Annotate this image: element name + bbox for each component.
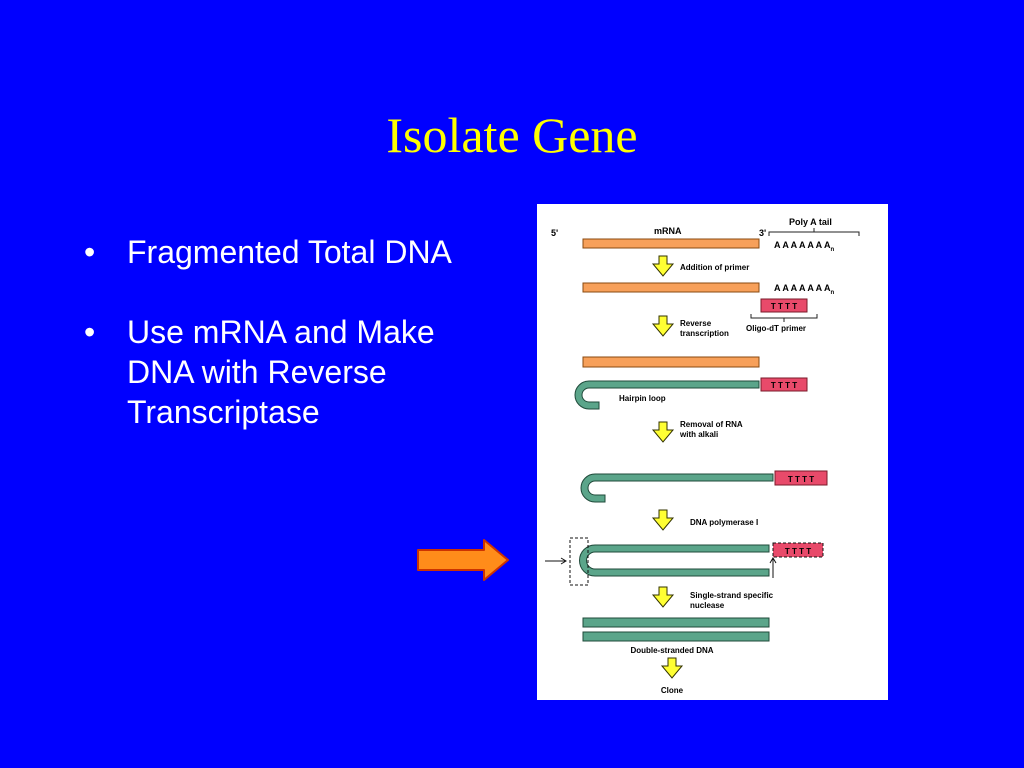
dna-strand-top [582,617,770,628]
five-prime-label: 5' [551,228,558,238]
oligo-t-sequence: T T T T [788,475,814,484]
oligo-dt-label: Oligo-dT primer [746,324,806,333]
pointer-arrow-icon [417,539,509,581]
bullet-item-fragmented-dna: Fragmented Total DNA [84,232,464,272]
oligo-t-sequence: T T T T [785,547,811,556]
step-dna-polymerase: DNA polymerase I [690,518,758,527]
step-arrow-icon [652,586,674,608]
primer-pointer-arrow [769,557,777,578]
step-arrow-icon [652,509,674,531]
dna-strand-bottom [582,631,770,642]
poly-a-sequence: A A A A A A An [774,240,835,253]
oligo-bracket [750,314,818,322]
bullet-item-reverse-transcriptase: Use mRNA and Make DNA with Reverse Trans… [84,312,464,432]
step-reverse-line-1: Reverse [680,319,712,328]
cleavage-pointer-arrow [545,557,567,565]
step-arrow-icon [661,657,683,679]
poly-a-bracket [768,228,860,236]
step-removal-line-1: Removal of RNA [680,420,743,429]
clone-label: Clone [661,686,684,695]
mrna-strand [582,282,760,293]
poly-a-tail-label: Poly A tail [789,217,832,227]
step-reverse-line-2: transcription [680,329,729,338]
step-arrow-icon [652,421,674,443]
oligo-dt-primer [760,298,808,313]
step-arrow-icon [652,255,674,277]
mrna-strand [582,356,760,368]
oligo-dt-primer [774,470,828,486]
three-prime-label: 3' [759,228,766,238]
cdna-synthesis-diagram: 5' mRNA 3' Poly A tail A A A A A A An Ad… [537,204,888,700]
step-arrow-icon [652,315,674,337]
slide-title: Isolate Gene [386,107,638,163]
double-strand-hairpin [579,544,770,577]
oligo-dt-primer [772,542,824,558]
oligo-dt-primer [760,377,808,392]
cdna-hairpin-strand [574,380,760,410]
step-nuclease-line-1: Single-strand specific [690,591,774,600]
mrna-label: mRNA [654,226,682,236]
step-removal-line-2: with alkali [679,430,718,439]
step-addition-of-primer: Addition of primer [680,263,749,272]
hairpin-loop-label: Hairpin loop [619,394,666,403]
oligo-t-sequence: T T T T [771,302,797,311]
double-stranded-dna-label: Double-stranded DNA [630,646,713,655]
oligo-t-sequence: T T T T [771,381,797,390]
bullet-list: Fragmented Total DNA Use mRNA and Make D… [84,232,464,472]
mrna-strand [582,238,760,249]
step-nuclease-line-2: nuclease [690,601,725,610]
cdna-hairpin-strand [580,473,774,503]
cleavage-site-box [569,537,589,586]
poly-a-sequence: A A A A A A An [774,283,835,296]
